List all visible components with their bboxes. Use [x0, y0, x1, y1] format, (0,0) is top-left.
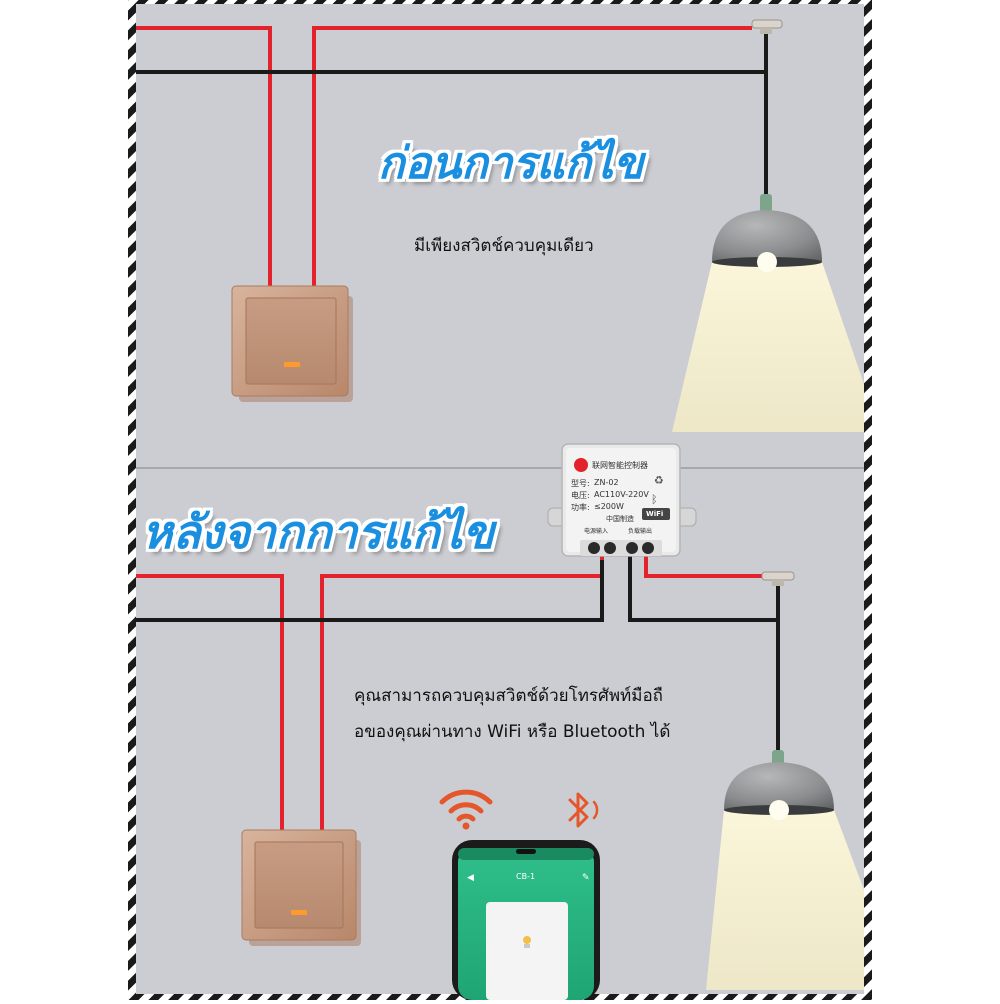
phone-edit-icon: ✎ [582, 873, 590, 883]
module-origin: 中国制造 [606, 515, 634, 523]
before-ceiling-rose [751, 19, 783, 34]
before-live-wire-in [136, 26, 272, 286]
before-title: ก่อนการแก้ไข [378, 138, 644, 189]
module-brand: 联网智能控制器 [592, 461, 648, 470]
module-input-label: 电源输入 [584, 528, 609, 535]
before-light-beam [672, 262, 864, 432]
module-voltage: AC110V-220V [594, 490, 649, 499]
after-wiring [136, 548, 780, 830]
module-output-label: 负载输出 [628, 528, 653, 535]
after-live-wire-in [136, 574, 284, 830]
before-wiring [136, 26, 768, 286]
after-note-line1: คุณสามารถควบคุมสวิตช์ด้วยโทรศัพท์มือถื [354, 686, 663, 706]
before-note: มีเพียงสวิตช์ควบคุมเดียว [414, 236, 594, 256]
phone-switch-card[interactable] [486, 902, 568, 1000]
smartphone: ◀ ✎ [452, 840, 600, 1000]
bluetooth-icon [568, 792, 599, 828]
phone-bulb-icon [523, 936, 531, 944]
after-pendant-lamp [724, 750, 834, 820]
module-model: ZN-02 [594, 478, 619, 487]
recycle-icon: ♻ [654, 474, 664, 487]
module-voltage-label: 电压: [571, 491, 590, 500]
before-live-wire-out [312, 26, 752, 286]
after-light-beam [706, 810, 864, 990]
after-wall-switch [241, 829, 361, 946]
after-ceiling-rose [761, 571, 795, 586]
smart-controller-module: ♻ ᛒ [547, 443, 697, 557]
phone-screen-title: CB-1 [516, 872, 536, 881]
before-wall-switch [231, 285, 353, 402]
module-power: ≤200W [594, 502, 624, 511]
after-neutral-wire-in [136, 560, 604, 622]
after-note-line2: อของคุณผ่านทาง WiFi หรือ Bluetooth ได้ [354, 722, 671, 742]
module-power-label: 功率: [571, 503, 590, 512]
phone-back-icon: ◀ [467, 873, 474, 883]
after-neutral-wire-lamp [628, 550, 778, 622]
module-wifi-badge: WiFi [646, 510, 664, 518]
after-title: หลังจากการแก้ไข [142, 505, 495, 559]
before-pendant-lamp [712, 194, 822, 272]
module-model-label: 型号: [571, 479, 590, 488]
wifi-icon [439, 789, 493, 830]
after-live-wire-lamp [644, 550, 766, 578]
module-bluetooth-icon: ᛒ [651, 493, 658, 506]
